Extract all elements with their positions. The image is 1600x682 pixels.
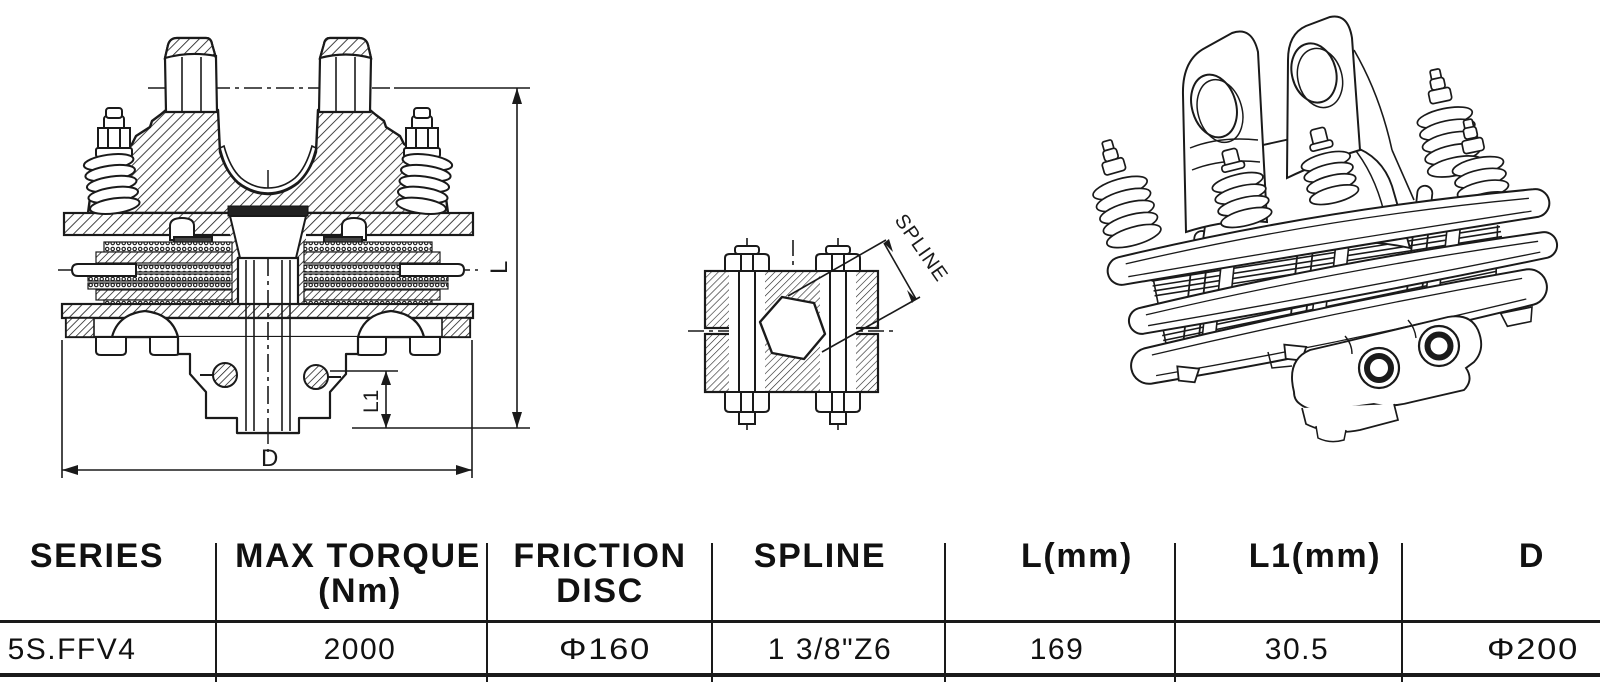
svg-text:L: L: [486, 261, 513, 274]
svg-text:SPLINE: SPLINE: [890, 210, 952, 286]
svg-text:L1: L1: [360, 390, 383, 413]
svg-text:D: D: [261, 445, 278, 472]
